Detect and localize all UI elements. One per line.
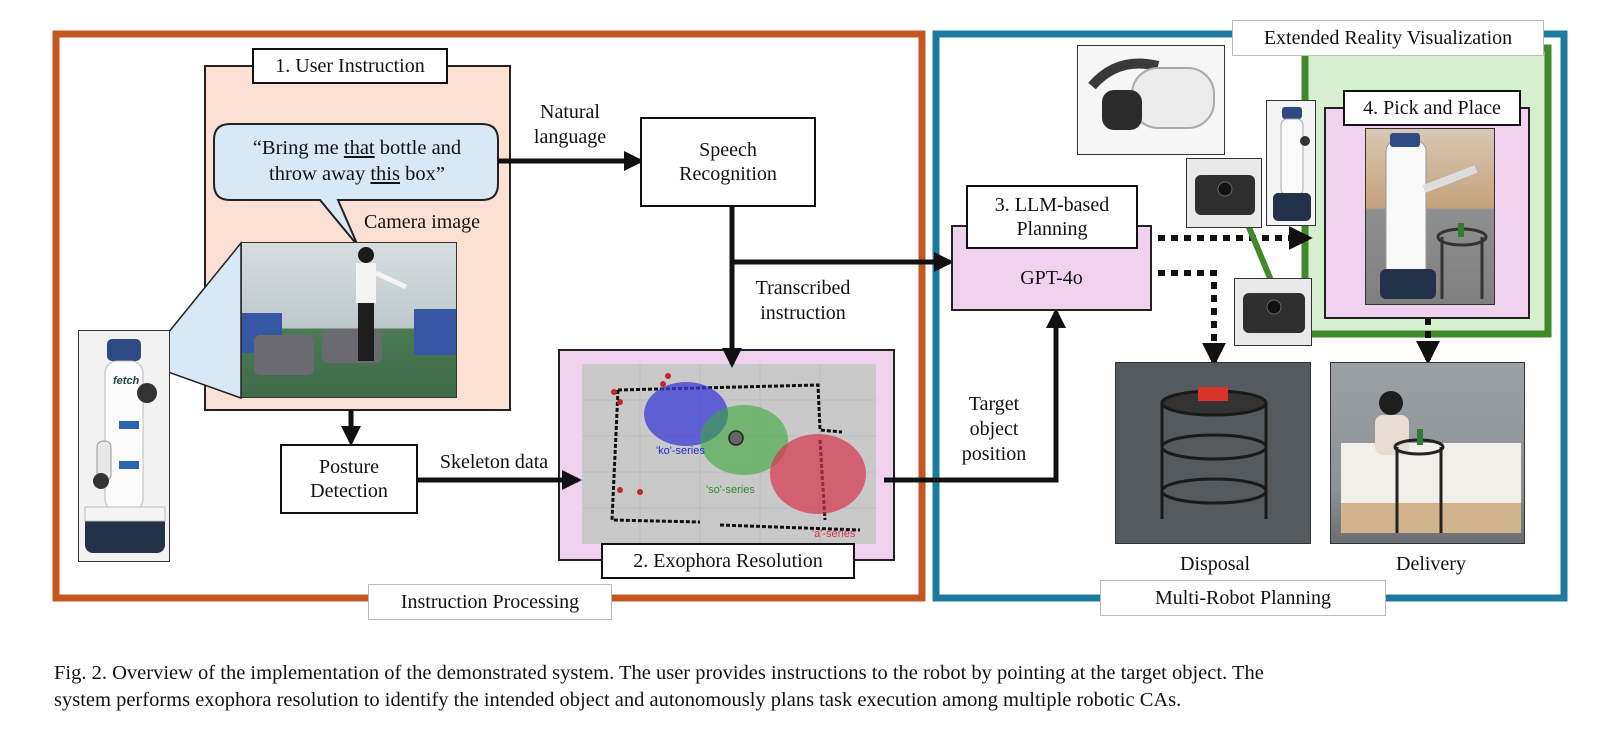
flow-arrows [341,151,1066,490]
delivery-photo [1330,362,1525,544]
disposal-label: Disposal [1180,553,1250,575]
pick-place-scene [1380,133,1488,299]
speech-line-1: “Bring me that bottle and [252,137,462,159]
pick-place-photo [1365,128,1495,305]
camera-image-label: Camera image [364,211,481,233]
a-series-label: 'a'-series [812,528,856,540]
delivery-scene [1341,391,1521,533]
caption-line-2: system performs exophora resolution to i… [54,688,1182,711]
disposal-scene [1160,387,1268,519]
task-dotted-arrows [1158,226,1440,367]
so-series-region [700,405,788,475]
small-fetch-photo [1266,100,1316,226]
fetch-robot-photo: fetch [78,330,170,562]
ko-series-label: 'ko'-series [656,445,705,457]
a-series-region [770,434,866,514]
map-robot-marker [728,430,744,446]
arrow-target-position [884,308,1066,483]
robot-brand-label: fetch [113,375,140,387]
camera-scene [242,247,456,375]
map-person-markers [611,373,671,495]
pick-place-title: 4. Pick and Place [1343,90,1521,126]
user-instruction-title: 1. User Instruction [252,48,448,84]
mobile-base-icon [1243,293,1305,333]
caption-line-1: Fig. 2. Overview of the implementation o… [54,662,1264,684]
speech-bubble [213,123,499,247]
so-series-label: 'so'-series [706,484,755,496]
small-fetch-icon [1273,107,1311,221]
instruction-processing-label: Instruction Processing [368,584,612,620]
gpt-model-label: GPT-4o [1020,267,1083,289]
exophora-resolution-title: 2. Exophora Resolution [601,543,855,579]
fetch-robot-icon [84,339,166,553]
mobile-base-photo-2 [1234,278,1312,346]
camera-image [241,242,457,398]
mobile-base-photo-1 [1186,158,1262,228]
arrow-llm-to-disposal [1158,270,1226,367]
vr-headset-photo [1077,45,1225,155]
disposal-photo [1115,362,1311,544]
xr-visualization-label: Extended Reality Visualization [1232,20,1544,56]
delivery-label: Delivery [1396,553,1466,575]
speech-bubble-text: “Bring me that bottle and throw away thi… [222,136,492,187]
vr-headset-icon [1088,58,1215,130]
multi-robot-planning-label: Multi-Robot Planning [1100,580,1386,616]
skeleton-data-label: Skeleton data [439,451,549,473]
mobile-base-icon [1195,175,1255,215]
speech-line-2: throw away this box” [269,162,445,185]
figure-caption: Fig. 2. Overview of the implementation o… [54,660,1574,713]
